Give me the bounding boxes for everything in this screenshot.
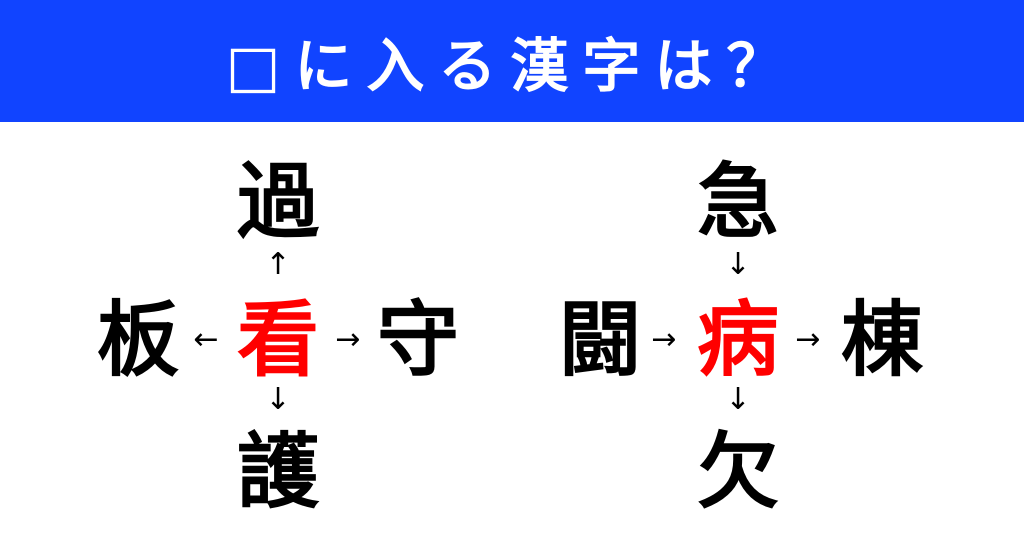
down-arrow-icon: ↓ (725, 382, 751, 417)
puzzle-1-top-kanji: 過 (236, 155, 319, 250)
right-arrow-icon: → (795, 322, 821, 357)
puzzle-2-answer-kanji: 病 (696, 293, 779, 388)
puzzle-2-right-kanji: 棟 (840, 293, 923, 388)
left-arrow-icon: ← (193, 322, 219, 357)
puzzle-2-bottom-kanji: 欠 (696, 425, 779, 520)
down-arrow-icon: ↓ (725, 247, 751, 282)
title-banner: □に入る漢字は？ (0, 0, 1024, 122)
puzzle-1-answer-kanji: 看 (236, 293, 319, 388)
right-arrow-icon: → (651, 322, 677, 357)
puzzle-2-left-kanji: 闘 (558, 293, 641, 388)
up-arrow-icon: ↑ (265, 247, 291, 282)
puzzle-1-left-kanji: 板 (96, 293, 179, 388)
puzzle-2-top-kanji: 急 (696, 155, 779, 250)
down-arrow-icon: ↓ (265, 382, 291, 417)
right-arrow-icon: → (335, 322, 361, 357)
puzzle-1-bottom-kanji: 護 (236, 425, 319, 520)
puzzle-1-right-kanji: 守 (376, 293, 459, 388)
page-title: □に入る漢字は？ (225, 32, 799, 100)
